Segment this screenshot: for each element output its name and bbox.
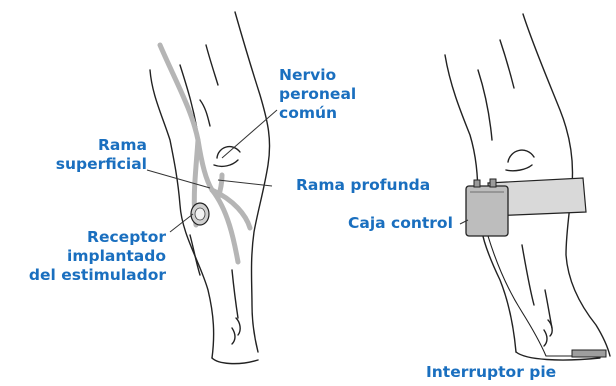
label-caja-control: Caja control — [348, 214, 453, 233]
label-rama-superficial: Rama superficial — [52, 136, 147, 174]
label-receptor-line1: Receptor — [20, 228, 166, 247]
implanted-receiver — [191, 203, 209, 225]
label-interruptor-pie: Interruptor pie — [426, 363, 556, 382]
label-nervio-peroneal-line1: Nervio — [279, 66, 356, 85]
label-receptor-line2: implantado — [20, 247, 166, 266]
label-receptor: Receptor implantado del estimulador — [20, 228, 166, 285]
label-rama-profunda: Rama profunda — [296, 176, 430, 195]
foot-switch — [572, 350, 606, 357]
foot-switch-cable — [488, 236, 574, 356]
label-nervio-peroneal: Nervio peroneal común — [279, 66, 356, 123]
label-rama-superficial-line2: superficial — [52, 155, 147, 174]
label-rama-superficial-line1: Rama — [52, 136, 147, 155]
label-nervio-peroneal-line2: peroneal — [279, 85, 356, 104]
label-receptor-line3: del estimulador — [20, 266, 166, 285]
label-nervio-peroneal-line3: común — [279, 104, 356, 123]
control-box — [466, 179, 508, 236]
